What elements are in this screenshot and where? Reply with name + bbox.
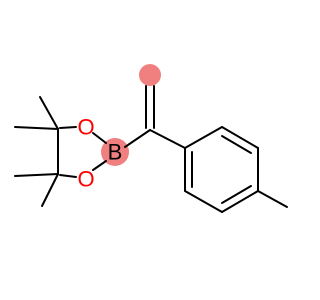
atom-label-b: B [108, 140, 123, 165]
molecule-drawing: O O B [14, 64, 288, 213]
bond-o1-c4 [59, 126, 77, 129]
bond-vinyl-to-ring [149, 129, 186, 149]
bond-b-o1 [92, 132, 107, 144]
bond-b-o2 [92, 160, 107, 171]
ring-inner-bond-2 [221, 185, 252, 204]
bond-o2-c5 [59, 174, 77, 178]
bond-c5-methyl-bottom [41, 173, 59, 207]
ring-bond-5 [184, 190, 223, 213]
bond-c4-methyl-left [14, 126, 59, 130]
atom-label-o1: O [77, 115, 94, 140]
boron-highlight [101, 138, 129, 166]
ring-bond-2 [221, 126, 259, 149]
ring-bond-1 [184, 126, 223, 149]
ring-inner-bond-1 [221, 135, 252, 154]
bond-c4-methyl-top [39, 96, 59, 130]
bond-b-vinyl-c [124, 129, 151, 148]
bond-c5-methyl-left [14, 173, 59, 177]
atom-label-o2: O [77, 167, 94, 192]
bond-ring-methyl [257, 190, 288, 208]
structure-canvas: O O B [14, 64, 288, 213]
ring-bond-4 [221, 190, 259, 213]
vinyl-ch2-highlight [139, 64, 161, 86]
